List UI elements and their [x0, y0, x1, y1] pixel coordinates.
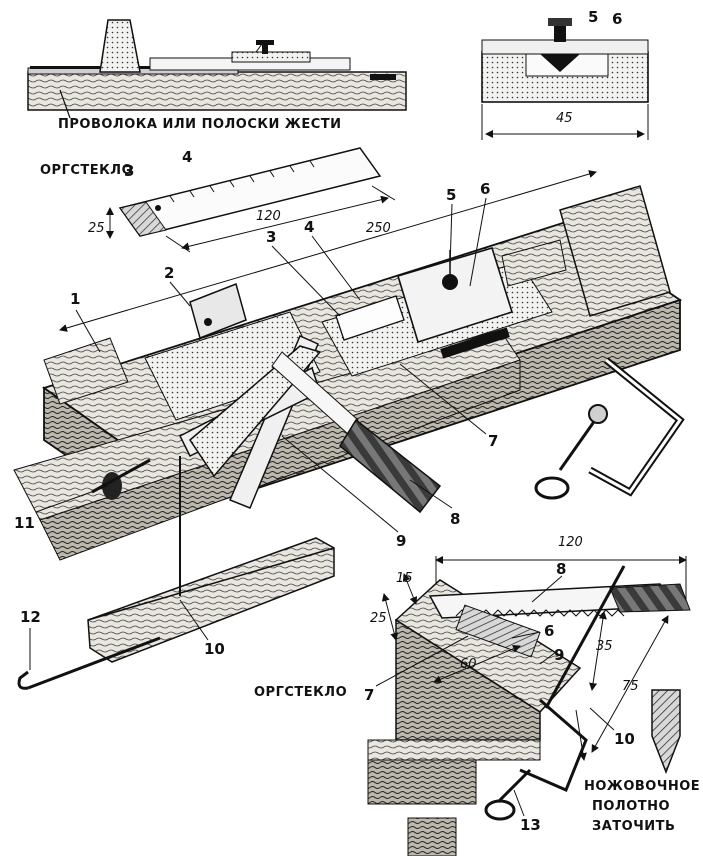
part-label-4-ruler: 4 [182, 148, 193, 166]
part-label-12: 12 [20, 608, 41, 626]
trough-and-hook [17, 456, 335, 690]
saw-blade-caption-3: ЗАТОЧИТЬ [592, 819, 676, 834]
dimension-45: 45 [556, 111, 573, 126]
part-label-5-jig: 5 [446, 186, 457, 204]
plexiglass-ruler [106, 147, 396, 253]
wire-or-tin-caption: ПРОВОЛОКА ИЛИ ПОЛОСКИ ЖЕСТИ [58, 117, 342, 132]
part-label-6-inset: 6 [612, 10, 623, 28]
plexiglass-caption-bottom: ОРГСТЕКЛО [254, 685, 348, 700]
part-label-5-inset: 5 [588, 8, 599, 26]
side-view-inset [27, 19, 407, 111]
part-label-13: 13 [520, 816, 541, 834]
plexiglass-caption-top: ОРГСТЕКЛО [40, 163, 134, 178]
part-label-8-detail: 8 [556, 560, 567, 578]
detail-section-view [367, 556, 691, 856]
dimension-15: 15 [396, 571, 413, 586]
dimension-25-ruler: 25 [88, 221, 105, 236]
part-label-7-detail: 7 [364, 686, 375, 704]
part-label-10-detail: 10 [614, 730, 635, 748]
part-label-1: 1 [70, 290, 81, 308]
dimension-250: 250 [366, 221, 391, 236]
end-view-inset [481, 18, 649, 140]
part-label-9-jig: 9 [396, 532, 407, 550]
dimension-75: 75 [622, 679, 639, 694]
part-label-3-ruler: 3 [124, 162, 135, 180]
part-label-6-detail: 6 [544, 622, 555, 640]
part-label-7-jig: 7 [488, 432, 499, 450]
wire-leader [59, 89, 71, 119]
dimension-120-detail: 120 [558, 535, 583, 550]
part-label-11: 11 [14, 514, 35, 532]
dimension-60: 60 [460, 657, 477, 672]
part-label-4-jig: 4 [304, 218, 315, 236]
part-label-10-trough: 10 [204, 640, 225, 658]
part-label-2: 2 [164, 264, 175, 282]
part-label-3-jig: 3 [266, 228, 277, 246]
part-label-6-jig: 6 [480, 180, 491, 198]
main-jig-assembly [13, 170, 685, 561]
saw-blade-caption-1: НОЖОВОЧНОЕ [584, 779, 701, 794]
leader-lines [29, 43, 615, 817]
dimension-25-detail: 25 [370, 611, 387, 626]
part-label-8-jig: 8 [450, 510, 461, 528]
dimension-35: 35 [596, 639, 613, 654]
dimension-120-ruler: 120 [256, 209, 281, 224]
saw-blade-caption-2: ПОЛОТНО [592, 799, 671, 814]
part-label-9-detail: 9 [554, 646, 565, 664]
